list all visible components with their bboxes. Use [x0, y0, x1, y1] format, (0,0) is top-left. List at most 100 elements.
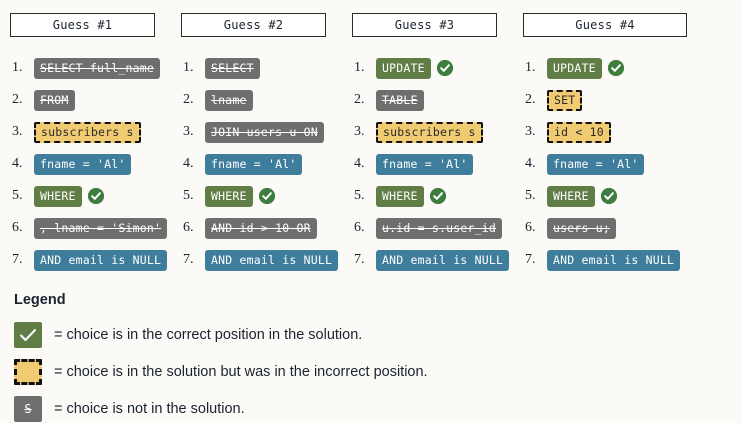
guess-chip[interactable]: JOIN users u ON — [205, 121, 324, 143]
guess-row: 3.JOIN users u ON — [181, 116, 352, 148]
check-badge-icon — [436, 60, 453, 76]
guess-chip[interactable]: FROM — [34, 89, 75, 111]
row-number: 5. — [183, 188, 194, 203]
guess-row: 1. SELECT — [181, 52, 352, 84]
row-number: 4. — [525, 156, 536, 171]
guess-row: 4. fname = 'Al' — [181, 148, 352, 180]
guess-chip[interactable]: WHERE — [547, 185, 595, 207]
legend-item-text: = choice is in the correct position in t… — [54, 327, 363, 343]
row-number: 4. — [12, 156, 23, 171]
guess-row: 6. , lname = 'Simon' — [10, 212, 181, 244]
guess-chip[interactable]: subscribers s — [376, 121, 483, 143]
guess-row: 1.UPDATE — [352, 52, 523, 84]
guess-chip[interactable]: AND email is NULL — [376, 249, 510, 271]
row-number: 5. — [12, 188, 23, 203]
check-badge-icon — [607, 60, 624, 76]
guess-row: 5. WHERE — [10, 180, 181, 212]
guess-chip[interactable]: UPDATE — [376, 57, 431, 79]
guess-column: Guess #3 1.UPDATE 2. TABLE 3. subscribers s 4.… — [352, 13, 523, 276]
guess-row: 2.SET — [523, 84, 713, 116]
guess-chip[interactable]: WHERE — [34, 185, 82, 207]
guess-column-header: Guess #4 — [523, 13, 687, 37]
guess-row: 3. id < 10 — [523, 116, 713, 148]
guess-chip[interactable]: fname = 'Al' — [34, 153, 132, 175]
guess-chip[interactable]: subscribers s — [34, 121, 141, 143]
guess-row: 5. WHERE — [523, 180, 713, 212]
guess-chip[interactable]: SET — [547, 89, 583, 111]
guess-row: 4.fname = 'Al' — [352, 148, 523, 180]
guess-row: 7.AND email is NULL — [352, 244, 523, 276]
row-number: 6. — [183, 220, 194, 235]
guess-column-header: Guess #3 — [352, 13, 497, 37]
guess-chip[interactable]: id < 10 — [547, 121, 611, 143]
legend-item: = choice is in the solution but was in t… — [14, 359, 714, 385]
guess-row: 4. fname = 'Al' — [523, 148, 713, 180]
guess-chip[interactable]: u.id = s.user_id — [376, 217, 502, 239]
legend: Legend = choice is in the correct positi… — [14, 292, 714, 423]
guess-row: 3. subscribers s — [352, 116, 523, 148]
guess-chip[interactable]: SELECT full_name — [34, 57, 160, 79]
guess-row: 4. fname = 'Al' — [10, 148, 181, 180]
guess-chip[interactable]: fname = 'Al' — [547, 153, 645, 175]
strikethrough-s-glyph: S — [24, 402, 32, 416]
row-number: 3. — [12, 124, 23, 139]
guess-chip[interactable]: fname = 'Al' — [376, 153, 474, 175]
legend-title: Legend — [14, 292, 66, 308]
guess-rows: 1.UPDATE 2. TABLE 3. subscribers s 4.fname = … — [352, 52, 523, 276]
guess-column-header: Guess #2 — [181, 13, 326, 37]
row-number: 6. — [354, 220, 365, 235]
guess-chip[interactable]: TABLE — [376, 89, 424, 111]
guess-chip[interactable]: UPDATE — [547, 57, 602, 79]
row-number: 2. — [354, 92, 365, 107]
guess-chip[interactable]: AND email is NULL — [205, 249, 339, 271]
guess-row: 1. SELECT full_name — [10, 52, 181, 84]
row-number: 1. — [525, 60, 536, 75]
legend-item-text: = choice is in the solution but was in t… — [54, 364, 428, 380]
check-badge-icon — [258, 188, 275, 204]
guess-chip[interactable]: fname = 'Al' — [205, 153, 303, 175]
row-number: 5. — [525, 188, 536, 203]
guess-row: 5. WHERE — [181, 180, 352, 212]
guess-row: 7.AND email is NULL — [10, 244, 181, 276]
guess-chip[interactable]: , lname = 'Simon' — [34, 217, 168, 239]
legend-item-text: = choice is not in the solution. — [54, 401, 245, 417]
guess-row: 2.lname — [181, 84, 352, 116]
row-number: 4. — [183, 156, 194, 171]
check-badge-icon — [87, 188, 104, 204]
guess-row: 5. WHERE — [352, 180, 523, 212]
row-number: 1. — [183, 60, 194, 75]
guess-row: 7.AND email is NULL — [523, 244, 713, 276]
guess-chip[interactable]: users u; — [547, 217, 616, 239]
row-number: 5. — [354, 188, 365, 203]
guess-row: 3. subscribers s — [10, 116, 181, 148]
row-number: 1. — [12, 60, 23, 75]
check-badge-icon — [429, 188, 446, 204]
guess-chip[interactable]: SELECT — [205, 57, 260, 79]
guess-chip[interactable]: AND id > 10 OR — [205, 217, 317, 239]
guess-chip[interactable]: WHERE — [205, 185, 253, 207]
legend-item: = choice is in the correct position in t… — [14, 322, 714, 348]
guess-row: 1. UPDATE — [523, 52, 713, 84]
guess-row: 6. users u; — [523, 212, 713, 244]
struck-s-icon: S — [14, 396, 42, 422]
legend-rows: = choice is in the correct position in t… — [14, 322, 714, 422]
guess-chip[interactable]: lname — [205, 89, 253, 111]
guess-row: 2. TABLE — [352, 84, 523, 116]
guess-row: 6. AND id > 10 OR — [181, 212, 352, 244]
guess-row: 7.AND email is NULL — [181, 244, 352, 276]
legend-item: S = choice is not in the solution. — [14, 396, 714, 422]
guess-chip[interactable]: AND email is NULL — [547, 249, 681, 271]
row-number: 6. — [12, 220, 23, 235]
guess-chip[interactable]: AND email is NULL — [34, 249, 168, 271]
row-number: 3. — [354, 124, 365, 139]
row-number: 6. — [525, 220, 536, 235]
guess-rows: 1. UPDATE 2.SET 3. id < 10 4. fname = 'Al' 5. WH… — [523, 52, 713, 276]
guess-chip[interactable]: WHERE — [376, 185, 424, 207]
row-number: 3. — [525, 124, 536, 139]
